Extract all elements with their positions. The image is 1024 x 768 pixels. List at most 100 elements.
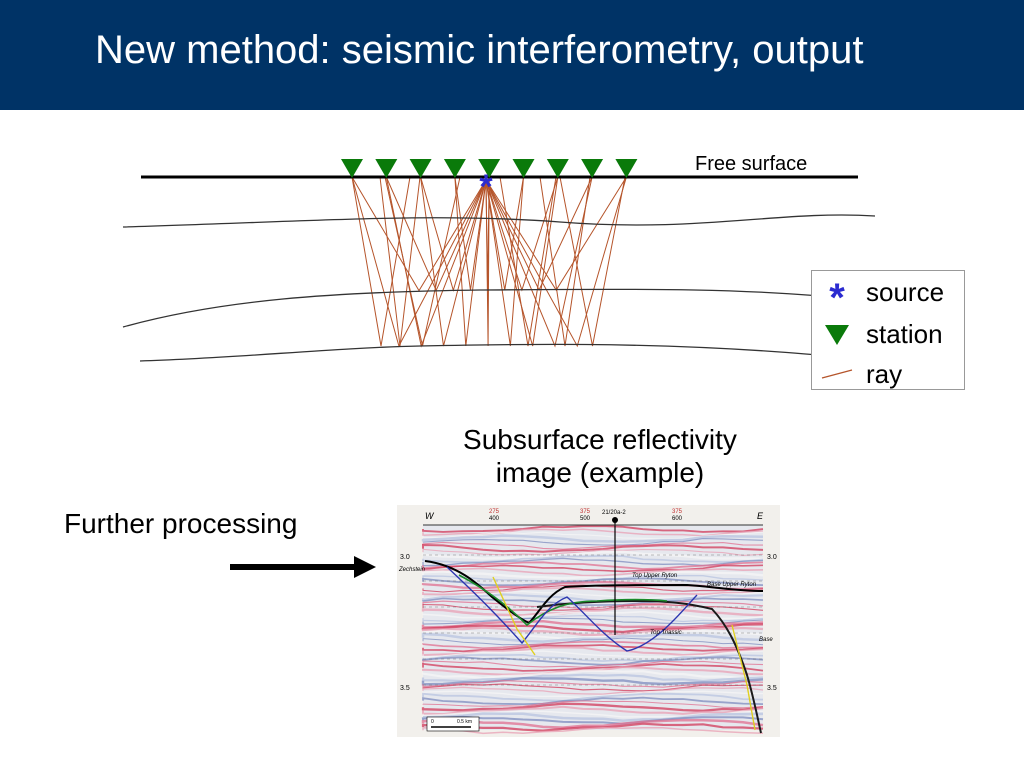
reflector-band [422, 555, 764, 563]
acquisition-diagram: Free surface * [122, 153, 876, 362]
reflector-band [422, 538, 764, 546]
legend-label-station: station [866, 319, 943, 349]
source-marker-icon: * [479, 168, 493, 206]
top-tick-1b: 400 [489, 516, 500, 522]
reflector-band [422, 640, 763, 650]
ray-path [351, 176, 487, 292]
left-axis-3-0: 3.0 [400, 554, 410, 561]
reflector-band [422, 696, 764, 706]
reflector-band [422, 662, 764, 672]
reflector-band [421, 534, 764, 544]
reflector-band [422, 586, 764, 596]
seismic-section-image: W E 21/20a-2 275 400 375 500 375 600 3.0… [397, 505, 780, 737]
station-group [341, 159, 638, 178]
right-axis-3-0: 3.0 [767, 554, 777, 561]
ray-path [454, 176, 487, 347]
reflector-band [422, 525, 764, 533]
right-axis-3-5: 3.5 [767, 685, 777, 692]
layer-2 [122, 288, 861, 328]
caption-line-2: image (example) [495, 457, 705, 488]
top-tick-1a: 275 [489, 509, 500, 515]
station-icon [443, 159, 466, 178]
svg-text:*: * [829, 277, 845, 311]
reflector-band [422, 683, 764, 692]
arrow-right-icon [230, 556, 376, 578]
label-base-upper-ryton: Base Upper Ryton [707, 582, 757, 588]
reflector-band [422, 650, 764, 658]
station-icon [512, 159, 535, 178]
top-tick-3b: 600 [672, 516, 683, 522]
scale-start: 0 [431, 719, 434, 725]
legend-label-ray: ray [866, 359, 903, 389]
legend-item-ray: ray [812, 355, 966, 395]
label-zechstein: Zechstein [398, 567, 426, 573]
reflector-band [422, 543, 764, 553]
reflector-band [422, 679, 764, 688]
reflector-band [421, 632, 764, 643]
seismic-reflectors [421, 525, 764, 735]
ray-path [539, 176, 591, 347]
reflector-band [421, 593, 764, 603]
label-top-triassic: Top Triassic [650, 630, 682, 636]
reflector-band [421, 626, 764, 637]
reflector-band [421, 676, 764, 686]
station-icon [581, 159, 604, 178]
ray-path [485, 176, 490, 347]
layer-1 [122, 214, 876, 228]
reflector-band [421, 669, 764, 680]
title-bar: New method: seismic interferometry, outp… [0, 0, 1024, 110]
fault-yellow-right [731, 624, 756, 731]
reflector-band [422, 660, 764, 668]
reflector-band [422, 617, 764, 625]
ray-path [351, 176, 487, 348]
ray-path [351, 176, 411, 347]
reflector-band [422, 590, 764, 600]
triangle-down-icon [825, 325, 849, 345]
station-icon [341, 159, 363, 178]
reflector-band [421, 673, 764, 683]
top-tick-2b: 500 [580, 516, 591, 522]
fault-yellow-left [492, 576, 536, 656]
reflector-band [422, 637, 764, 646]
top-tick-3a: 375 [672, 509, 683, 515]
reflector-band [422, 700, 764, 709]
ray-path [485, 176, 593, 348]
reflector-band [422, 564, 764, 573]
label-base: Base [759, 637, 773, 643]
free-surface-label: Free surface [695, 153, 807, 175]
scale-label: 0.5 km [457, 719, 472, 725]
reflector-band [422, 656, 764, 666]
reflector-band [421, 550, 764, 560]
station-icon [375, 159, 398, 178]
well-marker-icon [612, 517, 618, 523]
label-east: E [757, 511, 764, 521]
asterisk-icon: * [829, 277, 845, 311]
ray-path [485, 176, 559, 347]
legend: * source station ray [811, 270, 965, 390]
station-icon [615, 159, 638, 178]
horizon-base-upper-ryton [536, 599, 762, 734]
top-tick-2a: 375 [580, 509, 591, 515]
reflector-band [422, 705, 764, 716]
line-icon [821, 369, 853, 379]
station-icon [409, 159, 432, 178]
label-top-upper-ryton: Top Upper Ryton [632, 573, 678, 579]
reflector-band [422, 597, 764, 607]
ray-path [485, 176, 524, 347]
reflector-band [422, 600, 764, 610]
reflector-band [422, 584, 764, 593]
horizon-green [458, 574, 668, 627]
well-label: 21/20a-2 [602, 510, 626, 516]
reflector-band [421, 702, 764, 712]
label-west: W [425, 511, 435, 521]
ray-path [499, 176, 557, 347]
reflector-band [422, 567, 764, 577]
ray-path [559, 176, 626, 347]
caption-line-1: Subsurface reflectivity [463, 424, 737, 455]
further-processing-label: Further processing [64, 508, 298, 539]
station-icon [478, 159, 501, 178]
station-icon [546, 159, 569, 178]
reflector-band [422, 541, 764, 550]
reflector-band [422, 644, 764, 653]
ray-path [385, 176, 487, 292]
